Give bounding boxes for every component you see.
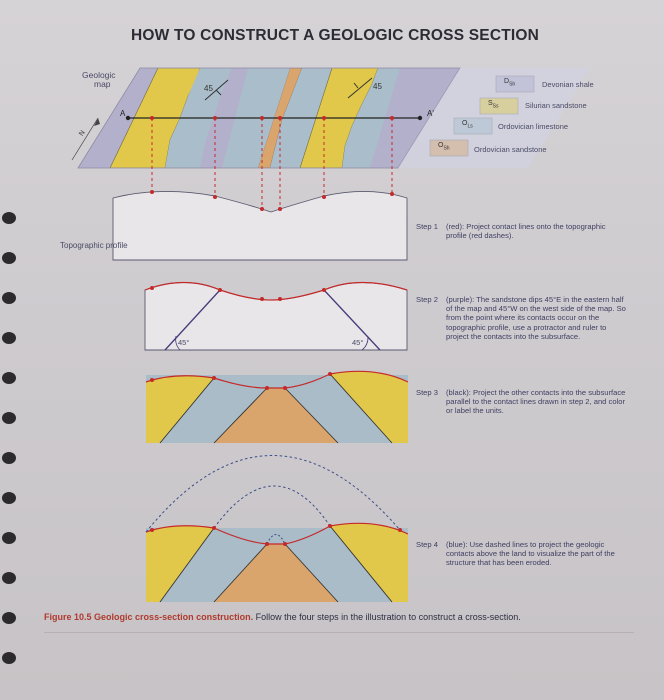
figure-caption-text: Follow the four steps in the illustratio… xyxy=(255,612,521,622)
legend-label-ordovician-sandstone: Ordovician sandstone xyxy=(474,145,547,154)
step-4-text: (blue): Use dashed lines to project the … xyxy=(446,540,615,568)
dip-label-left: 45 xyxy=(204,84,213,93)
figure-caption: Figure 10.5 Geologic cross-section const… xyxy=(44,612,634,622)
step-1-text: (red): Project contact lines onto the to… xyxy=(446,222,606,241)
page-title: HOW TO CONSTRUCT A GEOLOGIC CROSS SECTIO… xyxy=(131,27,540,44)
binding-ring xyxy=(2,572,16,584)
step-2-text: (purple): The sandstone dips 45°E in the… xyxy=(446,295,626,341)
spiral-binding xyxy=(0,210,22,680)
legend-symbol-ordovician-ls: OLs xyxy=(462,120,473,130)
caption-rule xyxy=(44,632,634,633)
binding-ring xyxy=(2,532,16,544)
step-4: Step 4 (blue): Use dashed lines to proje… xyxy=(416,540,626,568)
step-3-number: Step 3 xyxy=(416,388,438,397)
binding-ring xyxy=(2,492,16,504)
legend-symbol-silurian: SSs xyxy=(488,100,499,110)
dip-label-right: 45 xyxy=(373,82,382,91)
step-1: Step 1 (red): Project contact lines onto… xyxy=(416,222,626,240)
binding-ring xyxy=(2,612,16,624)
figure-number: Figure 10.5 xyxy=(44,612,92,622)
point-a-prime-label: A' xyxy=(427,109,434,118)
binding-ring xyxy=(2,412,16,424)
topographic-profile-label: Topographic profile xyxy=(60,241,128,250)
binding-ring xyxy=(2,252,16,264)
step-4-number: Step 4 xyxy=(416,540,438,549)
binding-ring xyxy=(2,452,16,464)
step4-cross-section xyxy=(145,455,409,603)
step-3-text: (black): Project the other contacts into… xyxy=(446,388,626,416)
map-label: Geologic map xyxy=(82,71,116,89)
legend-label-devonian-shale: Devonian shale xyxy=(542,80,594,89)
binding-ring xyxy=(2,652,16,664)
angle-label-left: 45° xyxy=(178,338,190,347)
step-3: Step 3 (black): Project the other contac… xyxy=(416,388,626,416)
legend-label-ordovician-limestone: Ordovician limestone xyxy=(498,122,569,131)
binding-ring xyxy=(2,372,16,384)
figure-heading: Geologic cross-section construction. xyxy=(94,612,254,622)
legend-label-silurian-sandstone: Silurian sandstone xyxy=(525,101,587,110)
angle-label-right: 45° xyxy=(352,338,364,347)
legend-symbol-devonian: DSh xyxy=(504,78,516,88)
step3-cross-section xyxy=(145,370,409,444)
step2-profile xyxy=(144,281,408,351)
map-label-line2: map xyxy=(94,79,111,89)
legend-symbol-ordovician-sh: OSh xyxy=(438,142,450,152)
binding-ring xyxy=(2,292,16,304)
map-label-line1: Geologic xyxy=(82,70,116,80)
step-2-number: Step 2 xyxy=(416,295,438,304)
point-a-label: A xyxy=(120,109,126,118)
binding-ring xyxy=(2,212,16,224)
binding-ring xyxy=(2,332,16,344)
step-1-number: Step 1 xyxy=(416,222,438,231)
step-2: Step 2 (purple): The sandstone dips 45°E… xyxy=(416,295,626,341)
step1-profile xyxy=(112,190,408,261)
